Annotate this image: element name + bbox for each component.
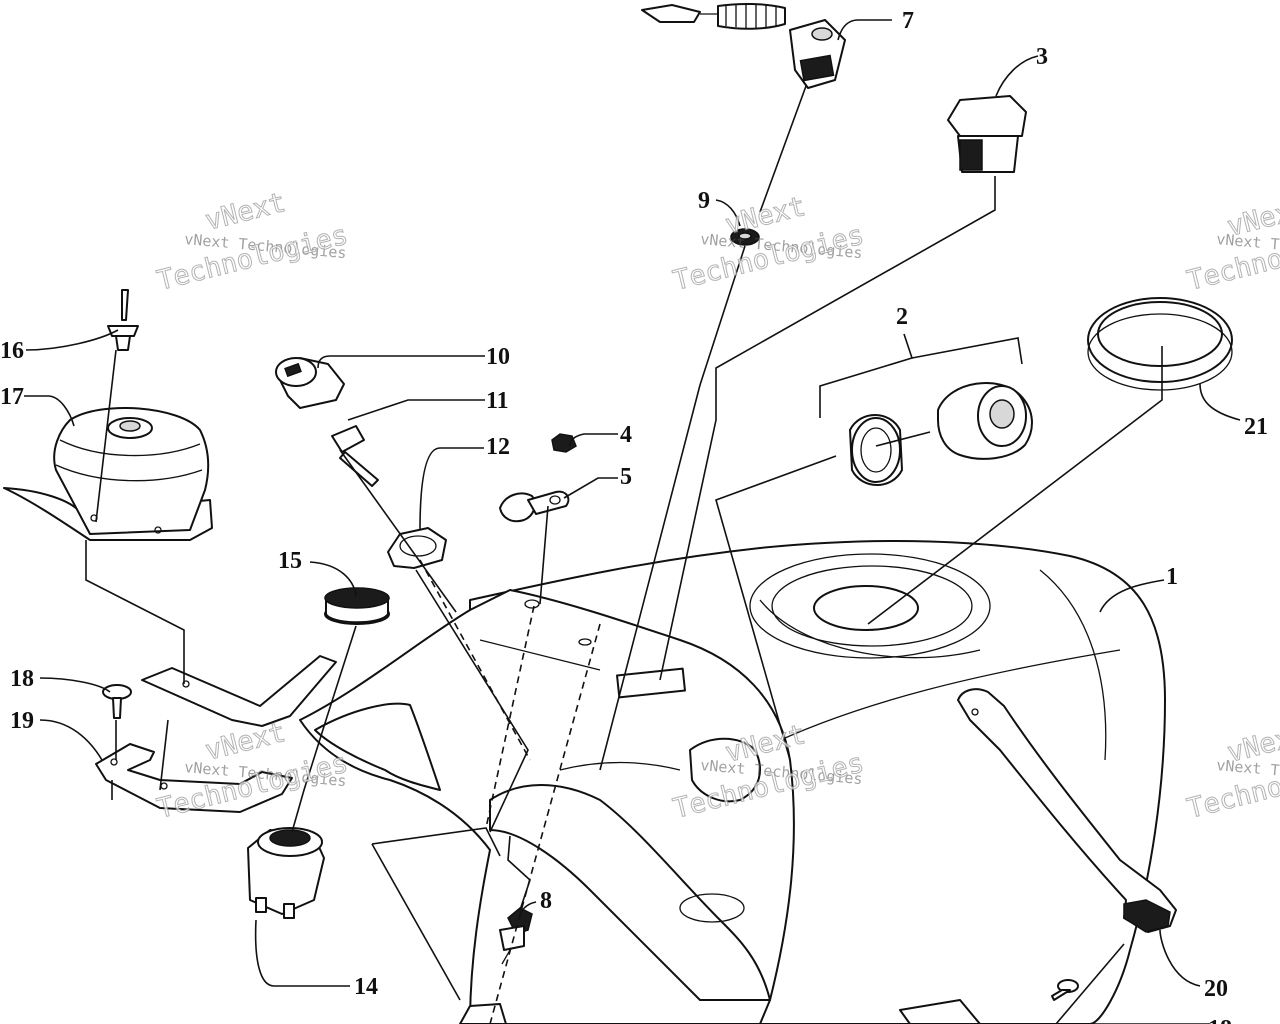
part-2-filler-cap-assembly [849,382,1033,486]
part-8-fitting [499,907,533,965]
bottom-fitting [459,1003,507,1024]
callout-15: 15 [278,548,302,574]
callout-labels: 7 3 9 2 21 16 10 17 11 4 12 5 15 1 18 19… [0,8,1268,1024]
watermark-brand: vNext [202,717,288,767]
part-9-grommet [730,228,760,246]
callout-21: 21 [1244,414,1268,440]
callout-18: 18 [10,666,34,692]
callout-20: 20 [1204,976,1228,1002]
callout-17: 17 [0,384,24,410]
part-3-cap [947,95,1027,173]
part-11-key [331,425,379,487]
part-12-nut [387,527,447,569]
part-19-bracket [95,743,293,813]
leader-lines [24,19,1241,1024]
callout-1: 1 [1166,564,1178,590]
callout-10: 10 [486,344,510,370]
callout-2: 2 [896,304,908,330]
callout-14: 14 [354,974,378,1000]
part-10-ignition-cap [275,357,345,409]
callout-7: 7 [902,8,914,34]
watermark-brand: vNext [202,187,288,237]
mid-bracket [141,655,337,727]
callout-11: 11 [486,388,509,414]
part-17-shift-boot [3,407,213,541]
callout-8: 8 [540,888,552,914]
callout-4: 4 [620,422,632,448]
callout-3: 3 [1036,44,1048,70]
part-18-screw [102,684,132,719]
callout-9: 9 [698,188,710,214]
part-20-handle [957,688,1177,933]
callout-12: 12 [486,434,510,460]
part-14-switch [247,827,325,919]
part-5-tethered-cap [499,490,570,523]
part-7-tether-key [641,2,846,89]
callout-16: 16 [0,338,24,364]
callout-5: 5 [620,464,632,490]
part-15-cap [324,587,390,625]
part-4-nut [551,433,577,453]
callout-19: 19 [10,708,34,734]
part-18b-screw [1051,979,1079,1001]
part-16-rivet [107,289,139,351]
console-front-panel [299,589,981,1024]
part-21-lock-ring [1087,297,1233,391]
callout-18b: 18 [1208,1016,1232,1024]
